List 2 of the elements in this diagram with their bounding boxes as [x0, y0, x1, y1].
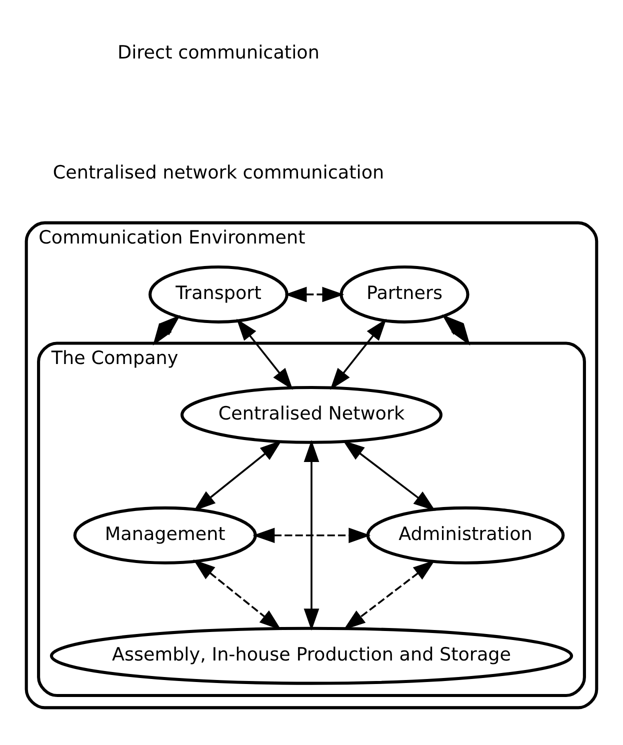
- legend-label: Direct communication: [118, 42, 320, 63]
- legend-label: Centralised network communication: [52, 162, 384, 184]
